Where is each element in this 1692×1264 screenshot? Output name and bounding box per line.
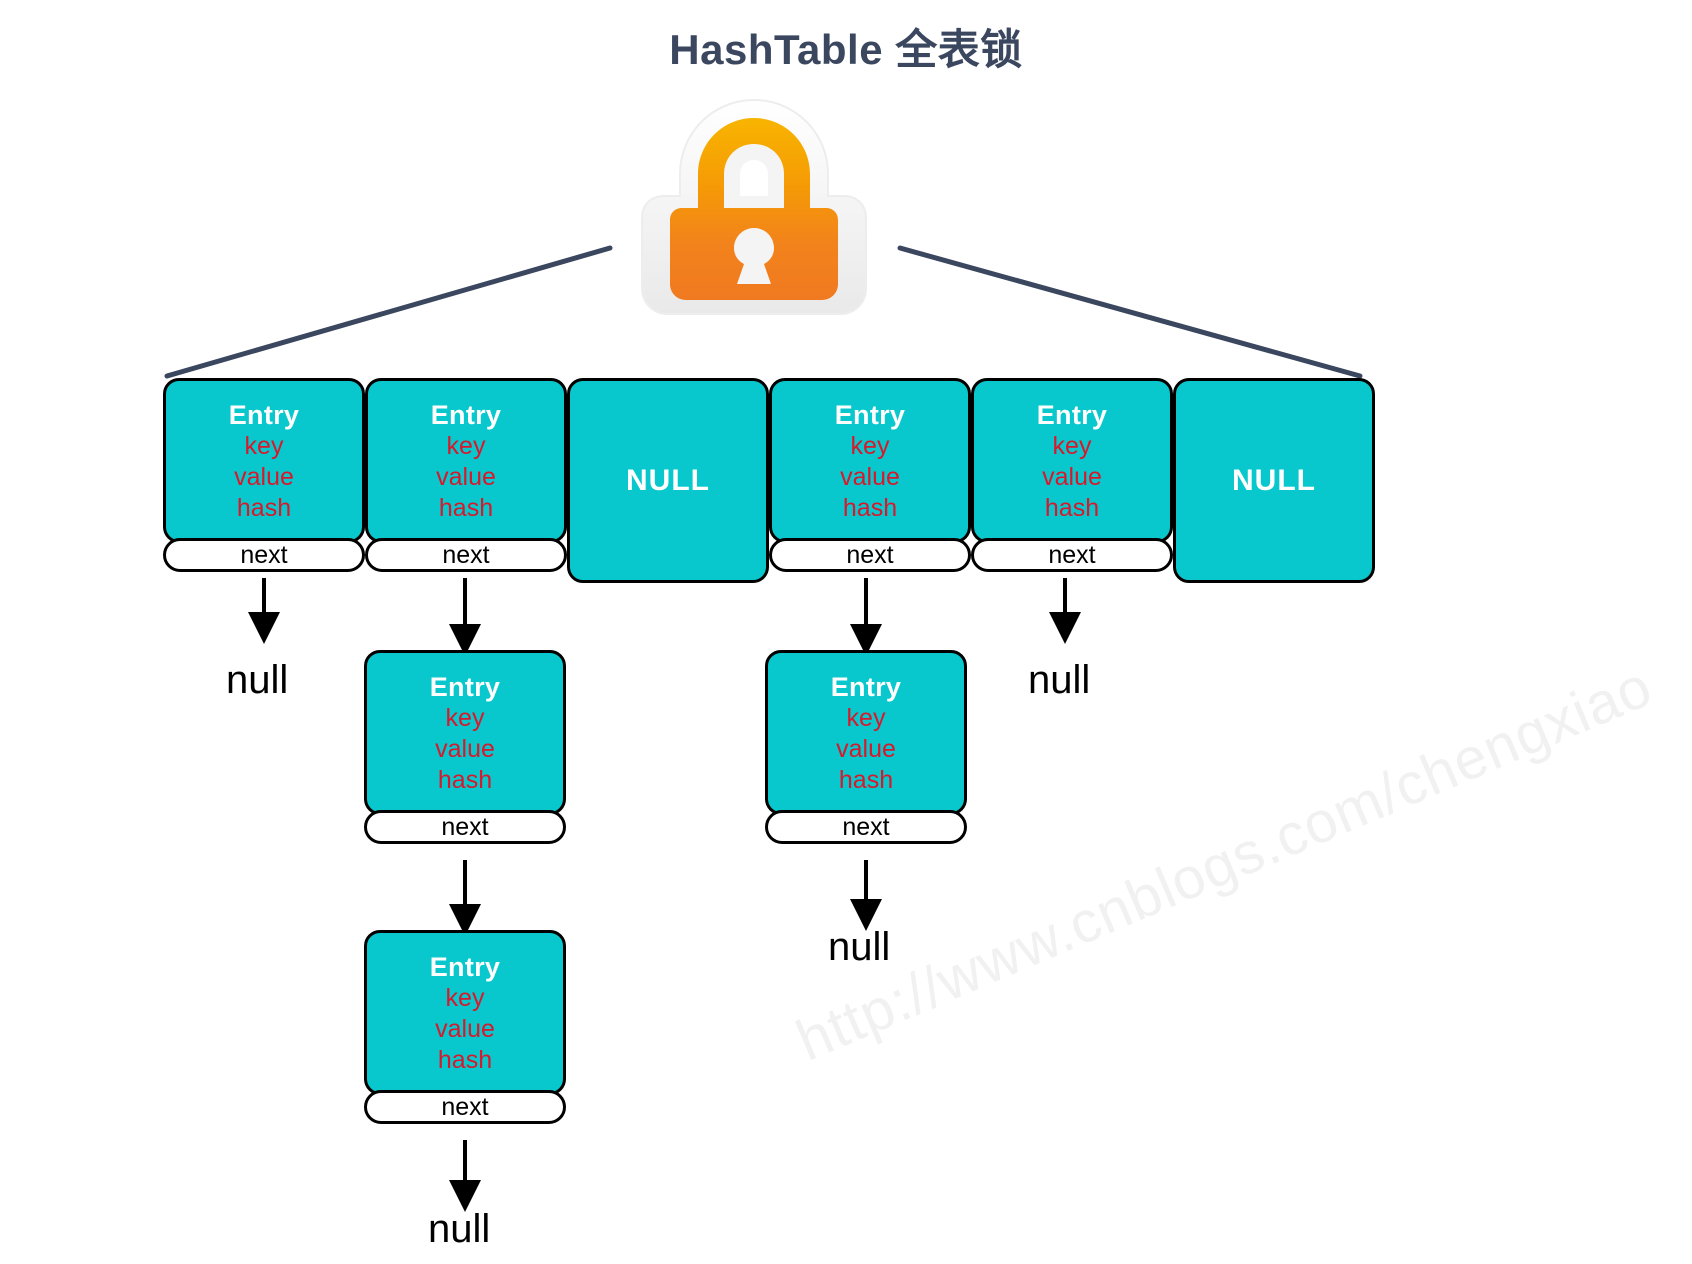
entry-key-label: key	[445, 984, 485, 1012]
null-terminator-bucket-3: null	[828, 925, 891, 969]
entry-hash-label: hash	[438, 494, 494, 522]
entry-title: Entry	[1036, 400, 1108, 430]
bucket-2-box	[567, 378, 769, 583]
entry-next-pointer[interactable]: next	[163, 538, 365, 572]
entry-value-label: value	[436, 463, 496, 491]
bucket-cell-3[interactable]: Entry key value hash next	[769, 378, 971, 583]
entry-hash-label: hash	[437, 1046, 493, 1074]
bucket-3-box	[769, 378, 971, 543]
entry-title: Entry	[834, 400, 906, 430]
chain-node-bucket1-1[interactable]: Entry key value hash next	[364, 650, 566, 849]
bucket-cell-4[interactable]: Entry key value hash next	[971, 378, 1173, 583]
bucket-cell-2[interactable]: NULL	[567, 378, 769, 583]
bucket-1-box	[365, 378, 567, 543]
entry-title: Entry	[830, 672, 902, 702]
entry-value-label: value	[234, 463, 294, 491]
null-terminator-bucket-1: null	[428, 1207, 491, 1251]
entry-next-pointer[interactable]: next	[364, 810, 566, 844]
null-terminator-bucket-4: null	[1028, 658, 1091, 702]
chain-node-bucket3-1[interactable]: Entry key value hash next	[765, 650, 967, 849]
entry-value-label: value	[1042, 463, 1102, 491]
bucket-0-content: Entry key value hash	[163, 378, 365, 543]
chain-node-content: Entry key value hash	[765, 650, 967, 815]
entry-hash-label: hash	[842, 494, 898, 522]
bucket-3-content: Entry key value hash	[769, 378, 971, 543]
entry-title: Entry	[430, 400, 502, 430]
bucket-4-content: Entry key value hash	[971, 378, 1173, 543]
bucket-null-label: NULL	[1232, 463, 1316, 497]
bucket-1-content: Entry key value hash	[365, 378, 567, 543]
padlock-icon	[634, 92, 874, 324]
entry-title: Entry	[429, 672, 501, 702]
entry-value-label: value	[840, 463, 900, 491]
null-terminator-bucket-0: null	[226, 658, 289, 702]
chain-node-box	[364, 930, 566, 1095]
entry-key-label: key	[1052, 432, 1092, 460]
chain-node-content: Entry key value hash	[364, 930, 566, 1095]
entry-next-pointer[interactable]: next	[364, 1090, 566, 1124]
hashtable-bucket-array: Entry key value hash next Entry key valu…	[163, 378, 1375, 583]
bucket-cell-0[interactable]: Entry key value hash next	[163, 378, 365, 583]
entry-value-label: value	[836, 735, 896, 763]
entry-hash-label: hash	[1044, 494, 1100, 522]
entry-value-label: value	[435, 1015, 495, 1043]
entry-key-label: key	[850, 432, 890, 460]
entry-next-pointer[interactable]: next	[769, 538, 971, 572]
entry-key-label: key	[445, 704, 485, 732]
entry-next-pointer[interactable]: next	[971, 538, 1173, 572]
entry-title: Entry	[228, 400, 300, 430]
bucket-cell-1[interactable]: Entry key value hash next	[365, 378, 567, 583]
entry-key-label: key	[244, 432, 284, 460]
page-title: HashTable 全表锁	[669, 26, 1023, 73]
entry-key-label: key	[846, 704, 886, 732]
chain-node-bucket1-2[interactable]: Entry key value hash next	[364, 930, 566, 1129]
bucket-5-box	[1173, 378, 1375, 583]
entry-next-pointer[interactable]: next	[365, 538, 567, 572]
entry-value-label: value	[435, 735, 495, 763]
entry-key-label: key	[446, 432, 486, 460]
entry-hash-label: hash	[838, 766, 894, 794]
bucket-cell-5[interactable]: NULL	[1173, 378, 1375, 583]
entry-hash-label: hash	[437, 766, 493, 794]
entry-title: Entry	[429, 952, 501, 982]
entry-next-pointer[interactable]: next	[765, 810, 967, 844]
chain-node-content: Entry key value hash	[364, 650, 566, 815]
bucket-null-label: NULL	[626, 463, 710, 497]
entry-hash-label: hash	[236, 494, 292, 522]
